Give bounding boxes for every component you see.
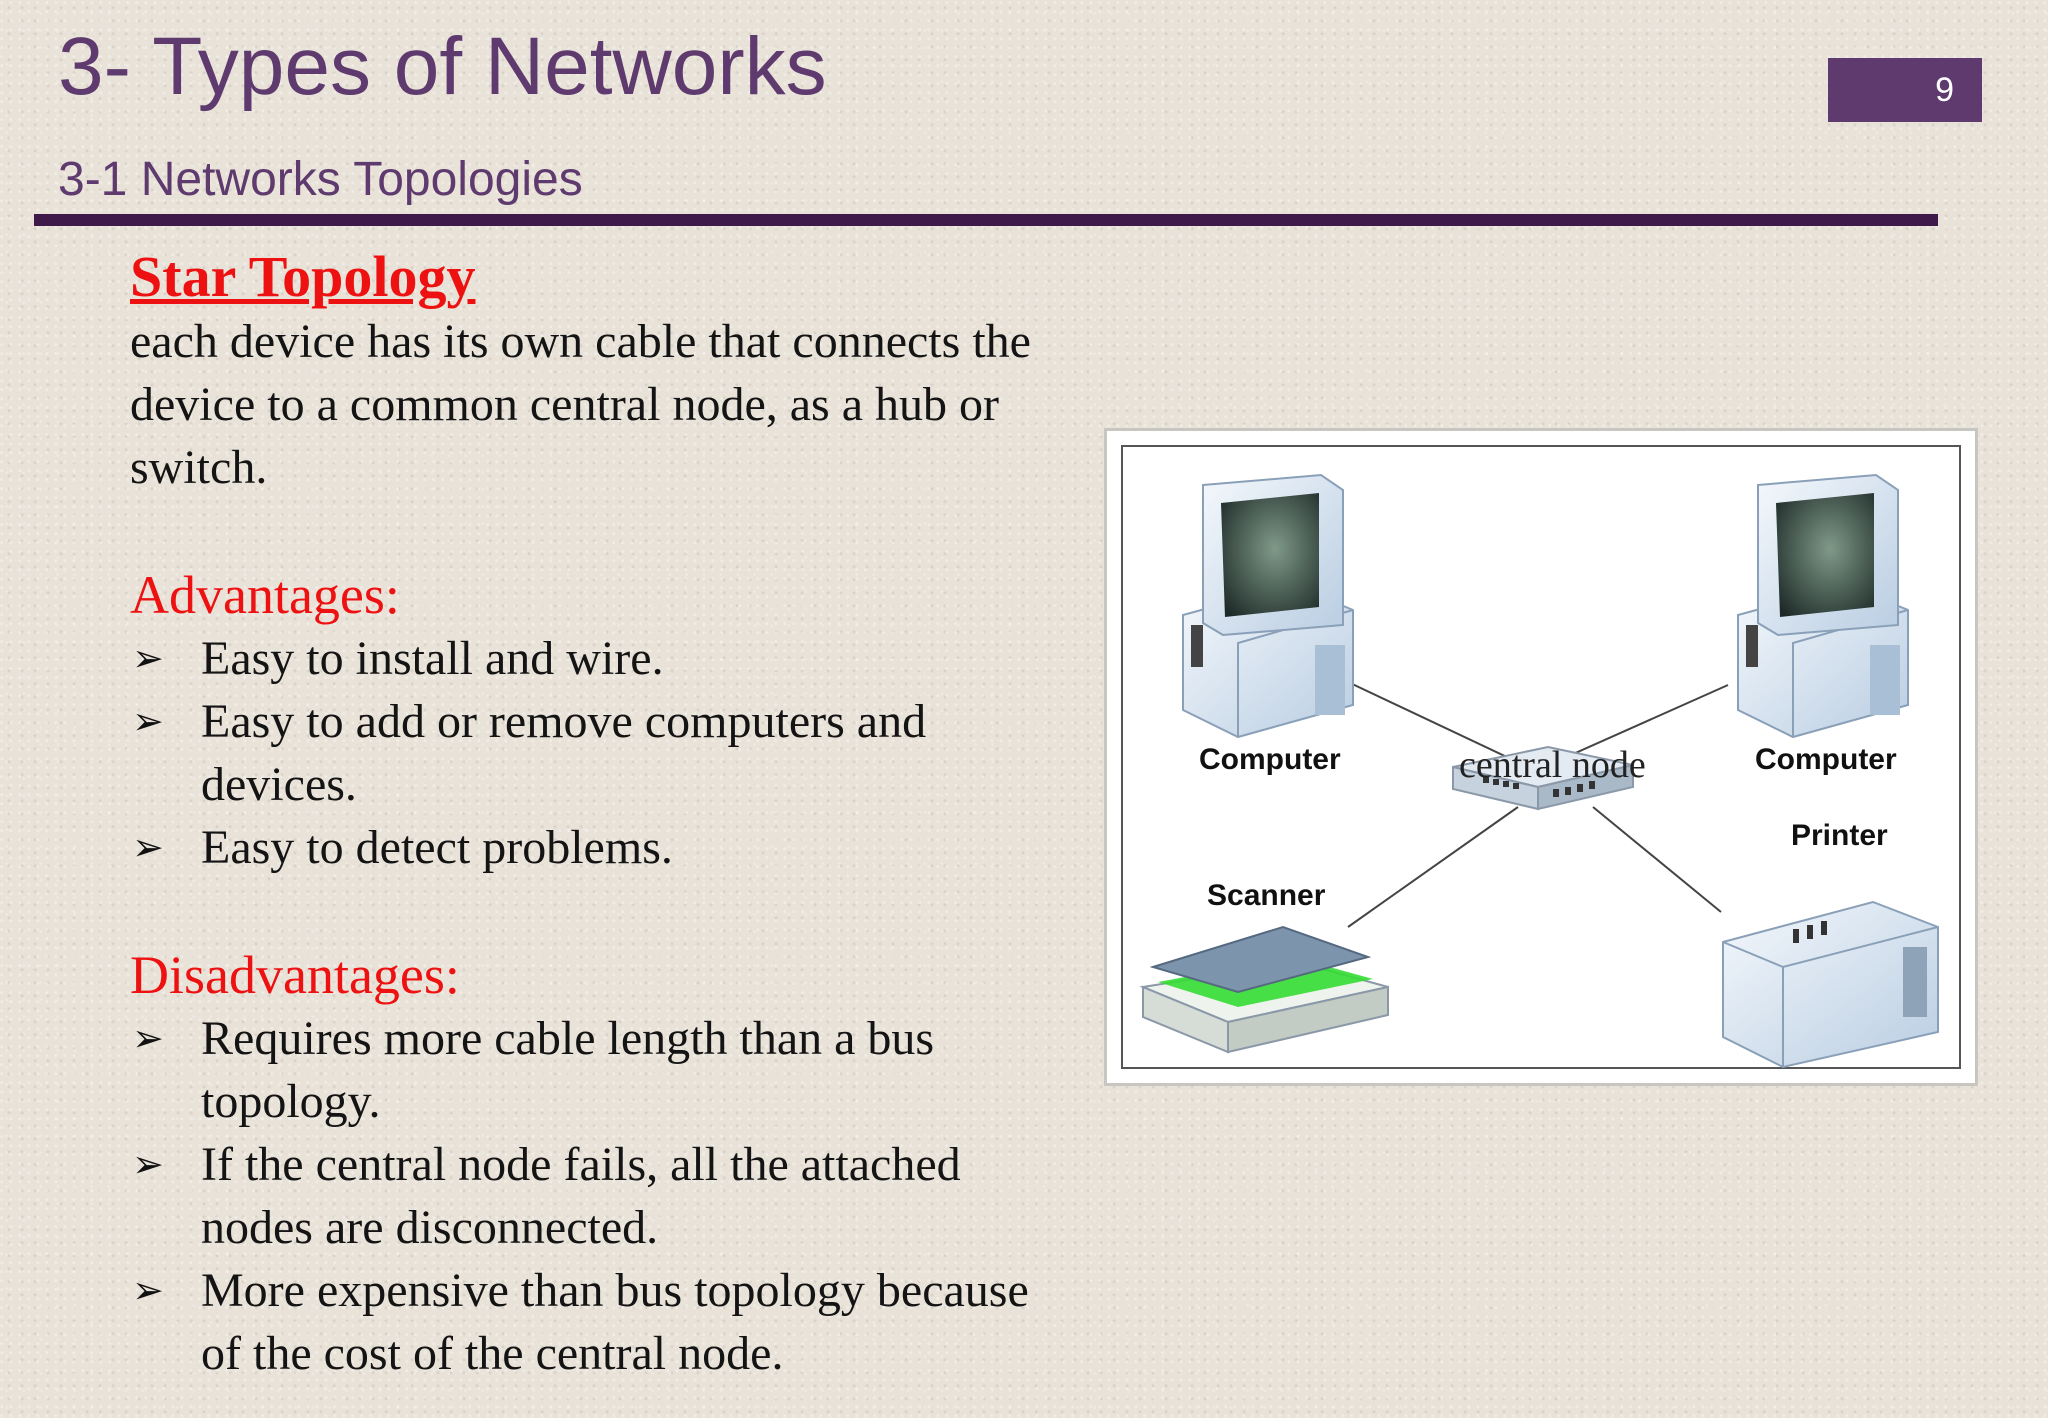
arrow-bullet-icon: ➢ (132, 1268, 164, 1312)
list-item-text: If the central node fails, all the attac… (201, 1138, 961, 1191)
printer-icon (1722, 900, 1939, 1069)
slide-subtitle: 3-1 Networks Topologies (58, 153, 583, 206)
description-line: device to a common central node, as a hu… (130, 378, 1000, 431)
list-item-text: More expensive than bus topology because (201, 1264, 1029, 1317)
advantages-heading: Advantages: (130, 565, 400, 625)
section-heading: Star Topology (130, 244, 476, 309)
list-item: ➢ If the central node fails, all the att… (130, 1133, 1120, 1259)
list-item: ➢ Easy to install and wire. (130, 627, 1120, 690)
computer-label: Computer (1755, 743, 1897, 776)
disadvantages-heading: Disadvantages: (130, 945, 460, 1005)
page-number-badge: 9 (1828, 58, 1982, 122)
list-item-text: Easy to add or remove computers and (201, 695, 927, 748)
list-item: ➢ Easy to detect problems. (130, 816, 1120, 879)
scanner-label: Scanner (1207, 879, 1326, 912)
description-line: each device has its own cable that conne… (130, 315, 1031, 368)
description-line: switch. (130, 441, 268, 494)
disadvantages-list: ➢ Requires more cable length than a bus … (130, 1007, 1120, 1385)
advantages-list: ➢ Easy to install and wire. ➢ Easy to ad… (130, 627, 1120, 879)
list-item: ➢ Requires more cable length than a bus … (130, 1007, 1120, 1133)
arrow-bullet-icon: ➢ (132, 636, 164, 680)
arrow-bullet-icon: ➢ (132, 699, 164, 743)
star-topology-diagram: Computer Computer central node Printer S… (1104, 428, 1978, 1086)
printer-label: Printer (1791, 819, 1888, 852)
diagram-frame: Computer Computer central node Printer S… (1121, 445, 1961, 1069)
list-item-text: Easy to install and wire. (201, 632, 664, 685)
computer-icon (1182, 473, 1354, 739)
cable-line (1347, 806, 1519, 928)
cable-line (1347, 681, 1529, 768)
central-node-label: central node (1459, 744, 1646, 786)
list-item: ➢ Easy to add or remove computers and de… (130, 690, 1120, 816)
list-item-text: topology. (201, 1075, 381, 1128)
arrow-bullet-icon: ➢ (132, 1142, 164, 1186)
slide-content: Star Topology each device has its own ca… (130, 244, 1120, 1385)
header-divider (34, 214, 1938, 226)
list-item-text: Requires more cable length than a bus (201, 1012, 935, 1065)
list-item: ➢ More expensive than bus topology becau… (130, 1259, 1120, 1385)
diagram-graphic (1139, 473, 1939, 1069)
list-item-text: of the cost of the central node. (201, 1327, 784, 1380)
cable-line (1552, 684, 1729, 764)
list-item-text: nodes are disconnected. (201, 1201, 659, 1254)
list-item-text: Easy to detect problems. (201, 821, 673, 874)
arrow-bullet-icon: ➢ (132, 825, 164, 869)
arrow-bullet-icon: ➢ (132, 1016, 164, 1060)
cable-line (1592, 806, 1722, 913)
hub-icon (1452, 745, 1634, 811)
computer-label: Computer (1199, 743, 1341, 776)
slide-title: 3- Types of Networks (58, 21, 827, 112)
page-number: 9 (1935, 70, 1954, 109)
scanner-icon (1139, 925, 1389, 1054)
list-item-text: devices. (201, 758, 357, 811)
computer-icon (1737, 473, 1909, 739)
